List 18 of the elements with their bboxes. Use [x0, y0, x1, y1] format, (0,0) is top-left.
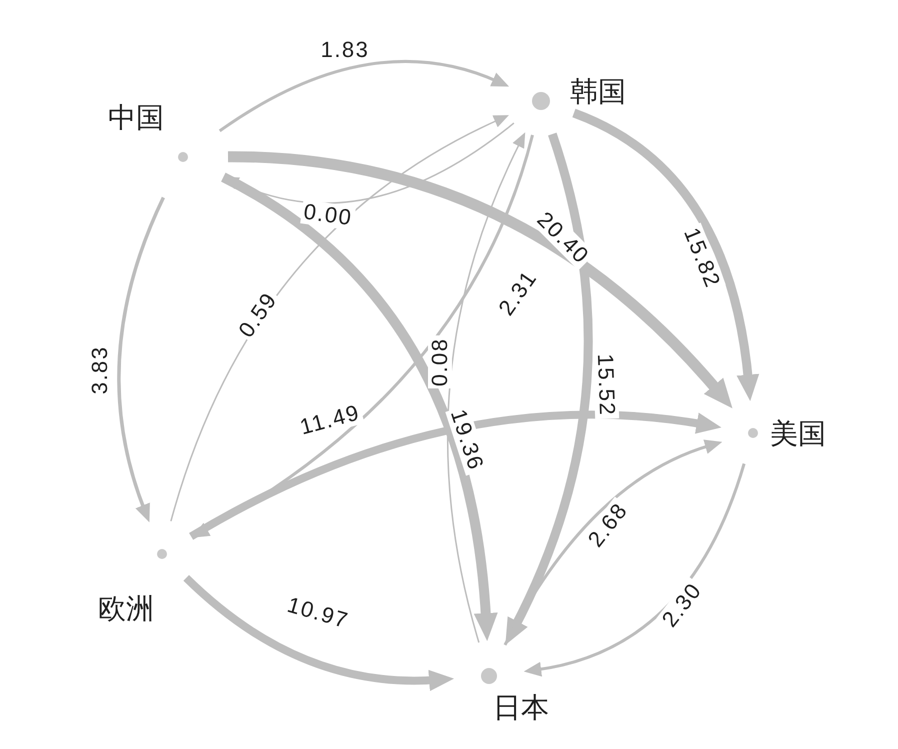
arrow — [504, 440, 722, 646]
arrow — [228, 151, 733, 408]
node-label: 韩国 — [570, 76, 626, 108]
arrow — [447, 132, 525, 643]
node-label: 日本 — [493, 692, 549, 724]
arrow — [117, 196, 165, 523]
arrow — [218, 60, 510, 132]
edge-label: 0.08 — [428, 336, 452, 388]
edge-label: 0.00 — [300, 199, 356, 231]
arrow — [183, 574, 454, 691]
arrow — [524, 463, 746, 676]
arrow — [220, 172, 498, 642]
node-label: 欧洲 — [98, 593, 154, 625]
node-label: 中国 — [108, 102, 164, 134]
arrow — [572, 108, 759, 402]
arrow — [189, 410, 722, 540]
arrow — [506, 132, 593, 646]
node-label: 美国 — [770, 418, 826, 450]
